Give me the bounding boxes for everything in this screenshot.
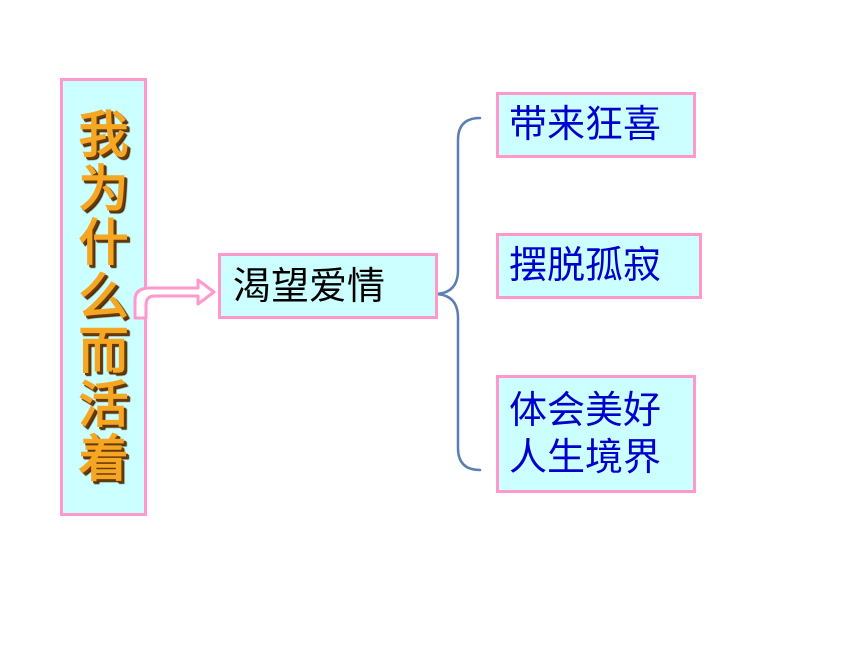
branch-label-line-2: 人生境界	[509, 435, 662, 479]
center-label: 渴望爱情	[233, 264, 386, 308]
branch-box-3: 体会美好 人生境界	[496, 375, 696, 493]
brace-icon	[433, 116, 482, 472]
title-char: 为	[78, 160, 129, 218]
branch-box-2: 摆脱孤寂	[496, 233, 702, 299]
branch-label: 摆脱孤寂	[509, 243, 662, 288]
branch-box-1: 带来狂喜	[496, 92, 696, 158]
title-char: 么	[78, 268, 129, 326]
title-char: 活	[78, 376, 129, 434]
branch-label: 带来狂喜	[509, 102, 662, 147]
title-char: 而	[78, 322, 129, 380]
title-char: 我	[78, 106, 129, 164]
title-char: 着	[78, 430, 129, 488]
center-box: 渴望爱情	[218, 253, 438, 319]
title-char: 什	[78, 214, 129, 272]
title-box: 我 为 什 么 而 活 着	[60, 78, 147, 516]
branch-label-line-1: 体会美好	[509, 387, 662, 432]
